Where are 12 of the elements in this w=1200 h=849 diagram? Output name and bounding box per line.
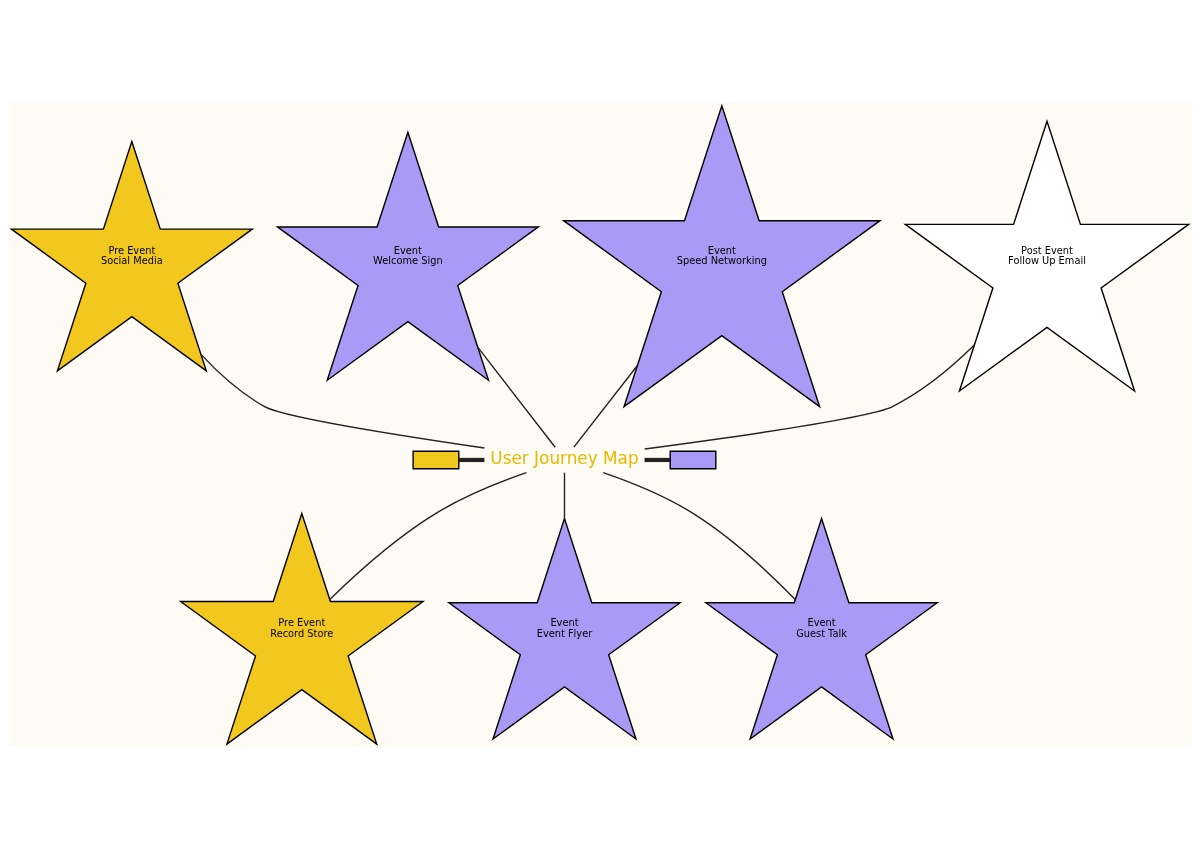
node-box [412, 450, 460, 469]
connector [644, 457, 671, 462]
connector [477, 346, 556, 448]
connector [643, 343, 975, 450]
connector [329, 471, 528, 600]
connector [458, 457, 485, 462]
node-text: User Journey Map [490, 447, 639, 468]
connector [602, 471, 796, 600]
connector [563, 471, 566, 519]
connector [573, 364, 639, 448]
node-box [669, 450, 717, 469]
connector [200, 353, 486, 449]
